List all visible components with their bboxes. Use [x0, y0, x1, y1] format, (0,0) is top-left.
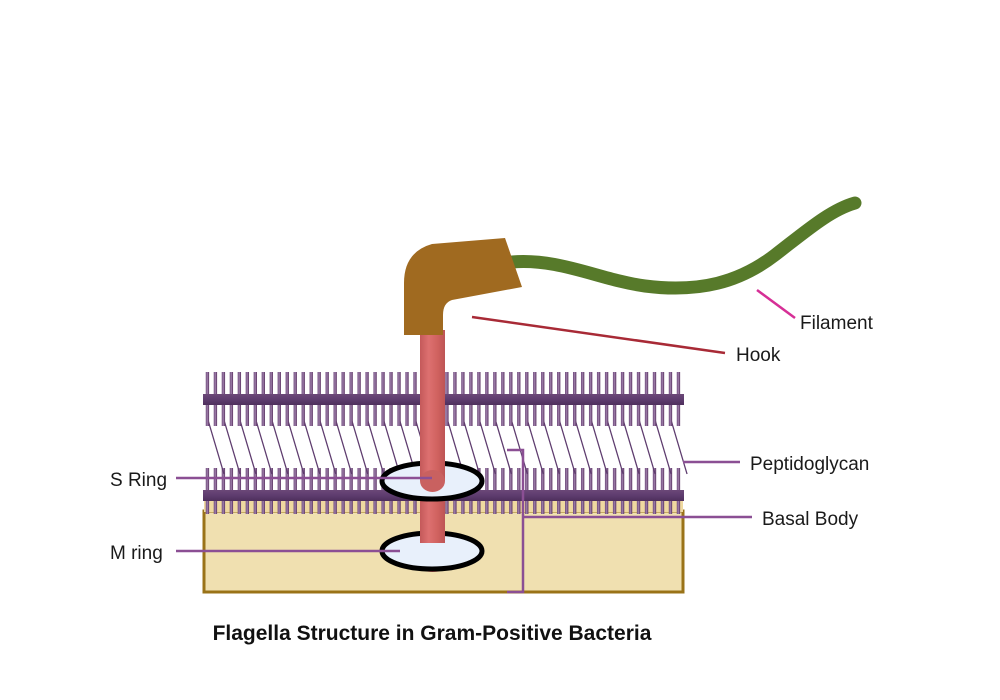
peptidoglycan-cross-strand: [606, 419, 624, 475]
peptidoglycan-cross-strand: [271, 419, 289, 475]
label-filament: Filament: [800, 313, 874, 334]
peptidoglycan-cross-strand: [510, 419, 528, 475]
label-m-ring: M ring: [110, 543, 163, 564]
label-s-ring: S Ring: [110, 470, 167, 491]
peptidoglycan-cross-strand: [335, 419, 353, 475]
peptidoglycan-cross-strand: [542, 419, 560, 475]
rod-upper-segment: [420, 330, 445, 481]
flagellar-rod-upper: [420, 330, 445, 492]
peptidoglycan-cross-strand: [638, 419, 656, 475]
peptidoglycan-cross-strand: [670, 419, 688, 475]
leader-lines: [176, 288, 796, 553]
figure-title: Flagella Structure in Gram-Positive Bact…: [213, 622, 652, 645]
peptidoglycan-cross-strand: [239, 419, 257, 475]
peptidoglycan-cross-strand: [383, 419, 401, 475]
peptidoglycan-cross-strand: [351, 419, 369, 475]
peptidoglycan-cross-strand: [255, 419, 273, 475]
peptidoglycan-cross-strand: [367, 419, 385, 475]
peptidoglycan-cross-strand: [287, 419, 305, 475]
peptidoglycan-cross-strand: [558, 419, 576, 475]
basal-body-bracket-path: [507, 448, 525, 594]
basal-body-bracket: [507, 448, 525, 594]
peptidoglycan-cross-strand: [207, 419, 225, 475]
filament: [505, 196, 862, 295]
peptidoglycan-cross-strand: [574, 419, 592, 475]
hook-shape: [404, 238, 522, 335]
filament-leader-line: [756, 288, 796, 320]
peptidoglycan-cross-strand: [590, 419, 608, 475]
label-peptidoglycan: Peptidoglycan: [750, 454, 869, 475]
rod-upper-cap: [420, 470, 445, 492]
hook-leader-line: [471, 315, 726, 355]
peptidoglycan-cross-strand: [462, 419, 481, 475]
peptidoglycan-cross-strand: [478, 419, 497, 475]
label-basal-body: Basal Body: [762, 509, 859, 530]
hook: [404, 238, 522, 335]
filament-path: [505, 196, 862, 295]
peptidoglycan-cross-strand: [319, 419, 337, 475]
peptidoglycan-cross-strand: [622, 419, 640, 475]
peptidoglycan-cross-strand: [526, 419, 544, 475]
label-hook: Hook: [736, 345, 781, 366]
peptidoglycan-cross-strand: [654, 419, 672, 475]
peptidoglycan-cross-strand: [223, 419, 241, 475]
peptidoglycan-cross-strand: [494, 419, 513, 475]
peptidoglycan-cross-strand: [303, 419, 321, 475]
